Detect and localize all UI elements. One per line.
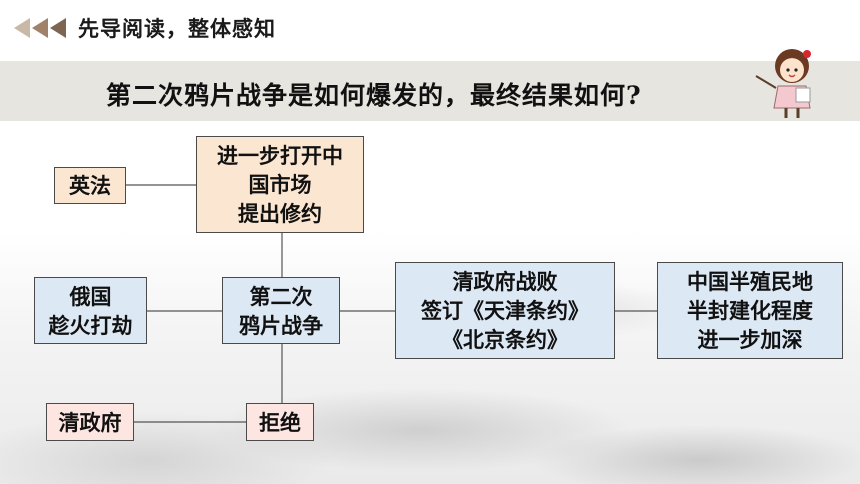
node-eguo: 俄国 趁火打劫 (34, 277, 147, 344)
node-result: 中国半殖民地 半封建化程度 进一步加深 (657, 262, 843, 359)
node-qingzhengfu: 清政府 (46, 403, 134, 441)
node-qing-defeat: 清政府战败 签订《天津条约》 《北京条约》 (395, 262, 615, 359)
question-text: 第二次鸦片战争是如何爆发的，最终结果如何? (106, 81, 642, 110)
node-yingfa: 英法 (54, 167, 126, 204)
node-refuse: 拒绝 (246, 403, 314, 441)
header-bar: 先导阅读，整体感知 (0, 0, 860, 56)
teacher-girl-with-pointer-icon (755, 49, 811, 118)
node-war: 第二次 鸦片战争 (222, 277, 340, 344)
node-goal: 进一步打开中 国市场 提出修约 (196, 136, 364, 233)
triple-left-arrow-icon[interactable] (14, 18, 70, 38)
section-title: 先导阅读，整体感知 (78, 16, 276, 41)
question-band (0, 61, 860, 121)
